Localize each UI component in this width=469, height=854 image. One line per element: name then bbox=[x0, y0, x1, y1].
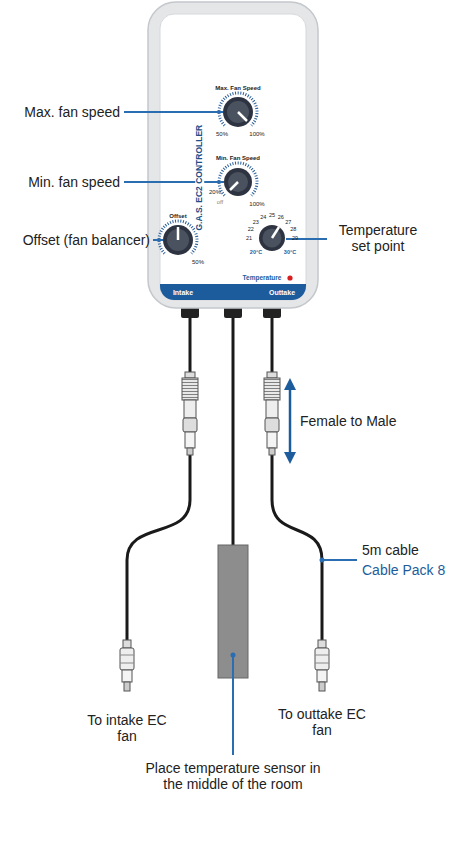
dial-value: 100% bbox=[246, 201, 268, 208]
dial-label: Max. Fan Speed bbox=[208, 85, 268, 92]
dial-value: 29 bbox=[290, 235, 300, 241]
panel-label: Temperature bbox=[240, 274, 284, 281]
dial-value: 26 bbox=[276, 214, 286, 220]
product-name: G.A.S. EC2 CONTROLLER bbox=[195, 123, 204, 233]
dial-value: 50% bbox=[188, 259, 208, 266]
dial-value: 22 bbox=[246, 226, 256, 232]
callout-label: To intake EC fan bbox=[80, 712, 175, 744]
dial-value: 30°C bbox=[281, 249, 299, 255]
dial-value: 25 bbox=[267, 212, 277, 218]
dial-value: off bbox=[212, 199, 228, 206]
dial-value: 23 bbox=[251, 219, 261, 225]
port-label: Intake bbox=[168, 289, 198, 297]
dial-value: 100% bbox=[246, 131, 268, 138]
callout-label: Temperature set point bbox=[332, 222, 424, 254]
callout-label: Place temperature sensor in the middle o… bbox=[143, 760, 323, 792]
leader-lines bbox=[124, 112, 357, 755]
callout-label: Min. fan speed bbox=[8, 174, 120, 190]
dial-value: 21 bbox=[244, 235, 254, 241]
connectors bbox=[120, 372, 329, 691]
callout-label: Max. fan speed bbox=[8, 104, 120, 120]
port-label: Outtake bbox=[264, 289, 300, 297]
dial-value: 27 bbox=[283, 219, 293, 225]
dial-value: 24 bbox=[258, 214, 268, 220]
dial-label: Offset bbox=[163, 213, 193, 220]
callout-label: Female to Male bbox=[300, 413, 450, 429]
dial-value: 50% bbox=[212, 131, 232, 138]
knobs bbox=[159, 93, 285, 255]
callout-label: To outtake EC fan bbox=[270, 706, 375, 738]
dial-value: 28 bbox=[288, 226, 298, 232]
callout-label: 5m cable bbox=[362, 542, 462, 558]
dial-value: 20% bbox=[205, 189, 225, 196]
callout-label: Offset (fan balancer) bbox=[10, 232, 150, 248]
callout-label: Cable Pack 8 bbox=[362, 562, 462, 578]
controller-housing bbox=[148, 2, 318, 318]
double-arrow bbox=[284, 378, 296, 464]
dial-value: 20°C bbox=[247, 249, 265, 255]
dial-label: Min. Fan Speed bbox=[208, 155, 268, 162]
